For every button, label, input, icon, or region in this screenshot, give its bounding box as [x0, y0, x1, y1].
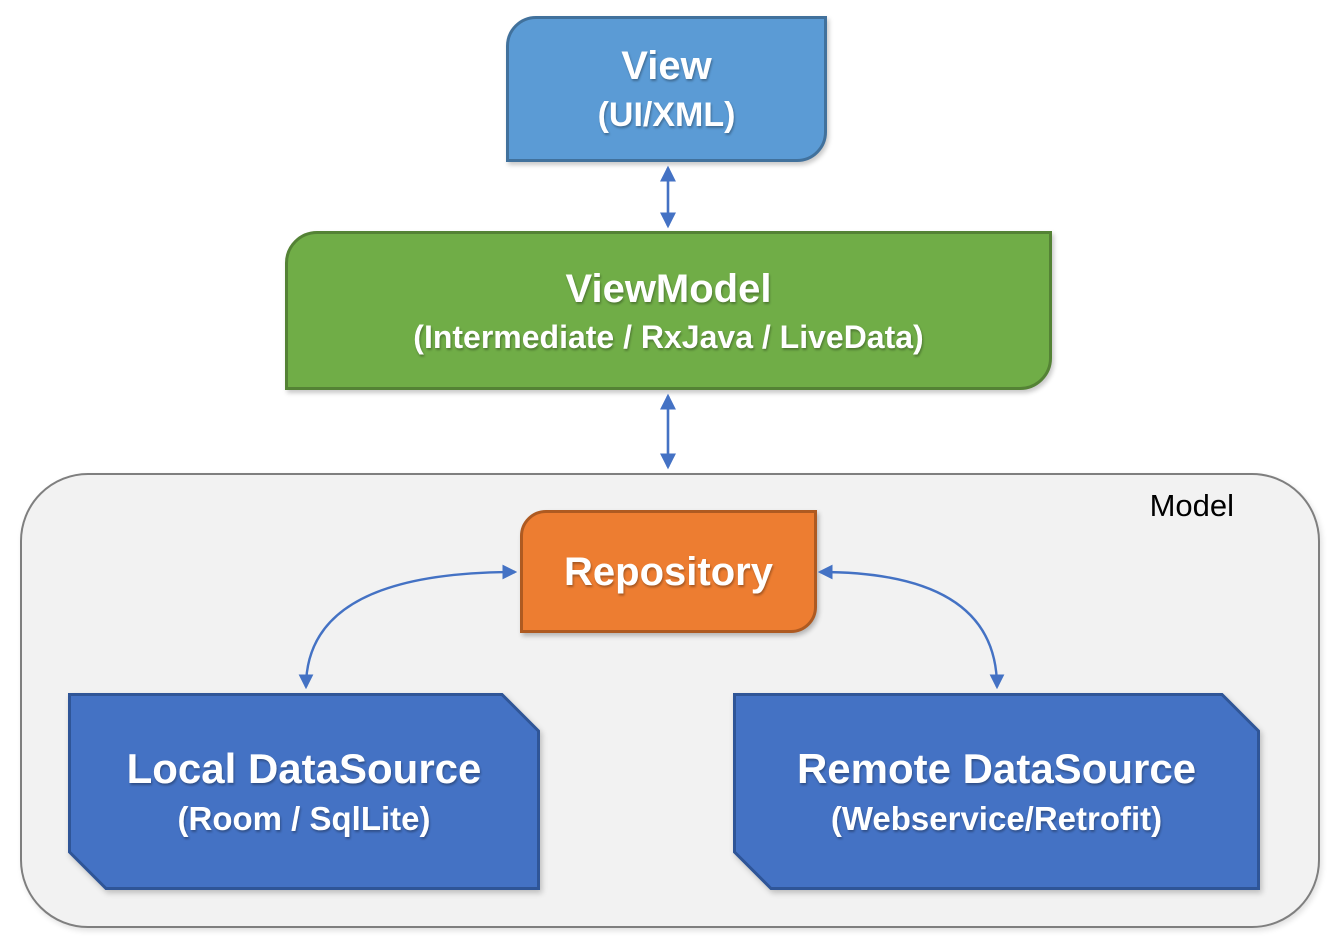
viewmodel-node-title: ViewModel — [565, 266, 772, 311]
remote-datasource-subtitle: (Webservice/Retrofit) — [830, 800, 1163, 838]
remote-datasource-node: Remote DataSource (Webservice/Retrofit) — [733, 693, 1260, 890]
local-datasource-subtitle: (Room / SqlLite) — [177, 800, 431, 838]
model-group-label: Model — [1149, 488, 1234, 523]
repository-node: Repository — [520, 510, 817, 633]
viewmodel-node-subtitle: (Intermediate / RxJava / LiveData) — [413, 318, 924, 355]
local-datasource-node: Local DataSource (Room / SqlLite) — [68, 693, 540, 890]
view-node-title: View — [621, 44, 712, 89]
repository-node-title: Repository — [564, 549, 773, 594]
remote-datasource-title: Remote DataSource — [796, 745, 1197, 792]
view-node-subtitle: (UI/XML) — [597, 96, 736, 135]
local-datasource-shape — [68, 693, 540, 890]
local-datasource-title: Local DataSource — [126, 745, 482, 792]
remote-datasource-shape — [733, 693, 1260, 890]
view-node: View (UI/XML) — [506, 16, 827, 162]
viewmodel-node: ViewModel (Intermediate / RxJava / LiveD… — [285, 231, 1052, 390]
